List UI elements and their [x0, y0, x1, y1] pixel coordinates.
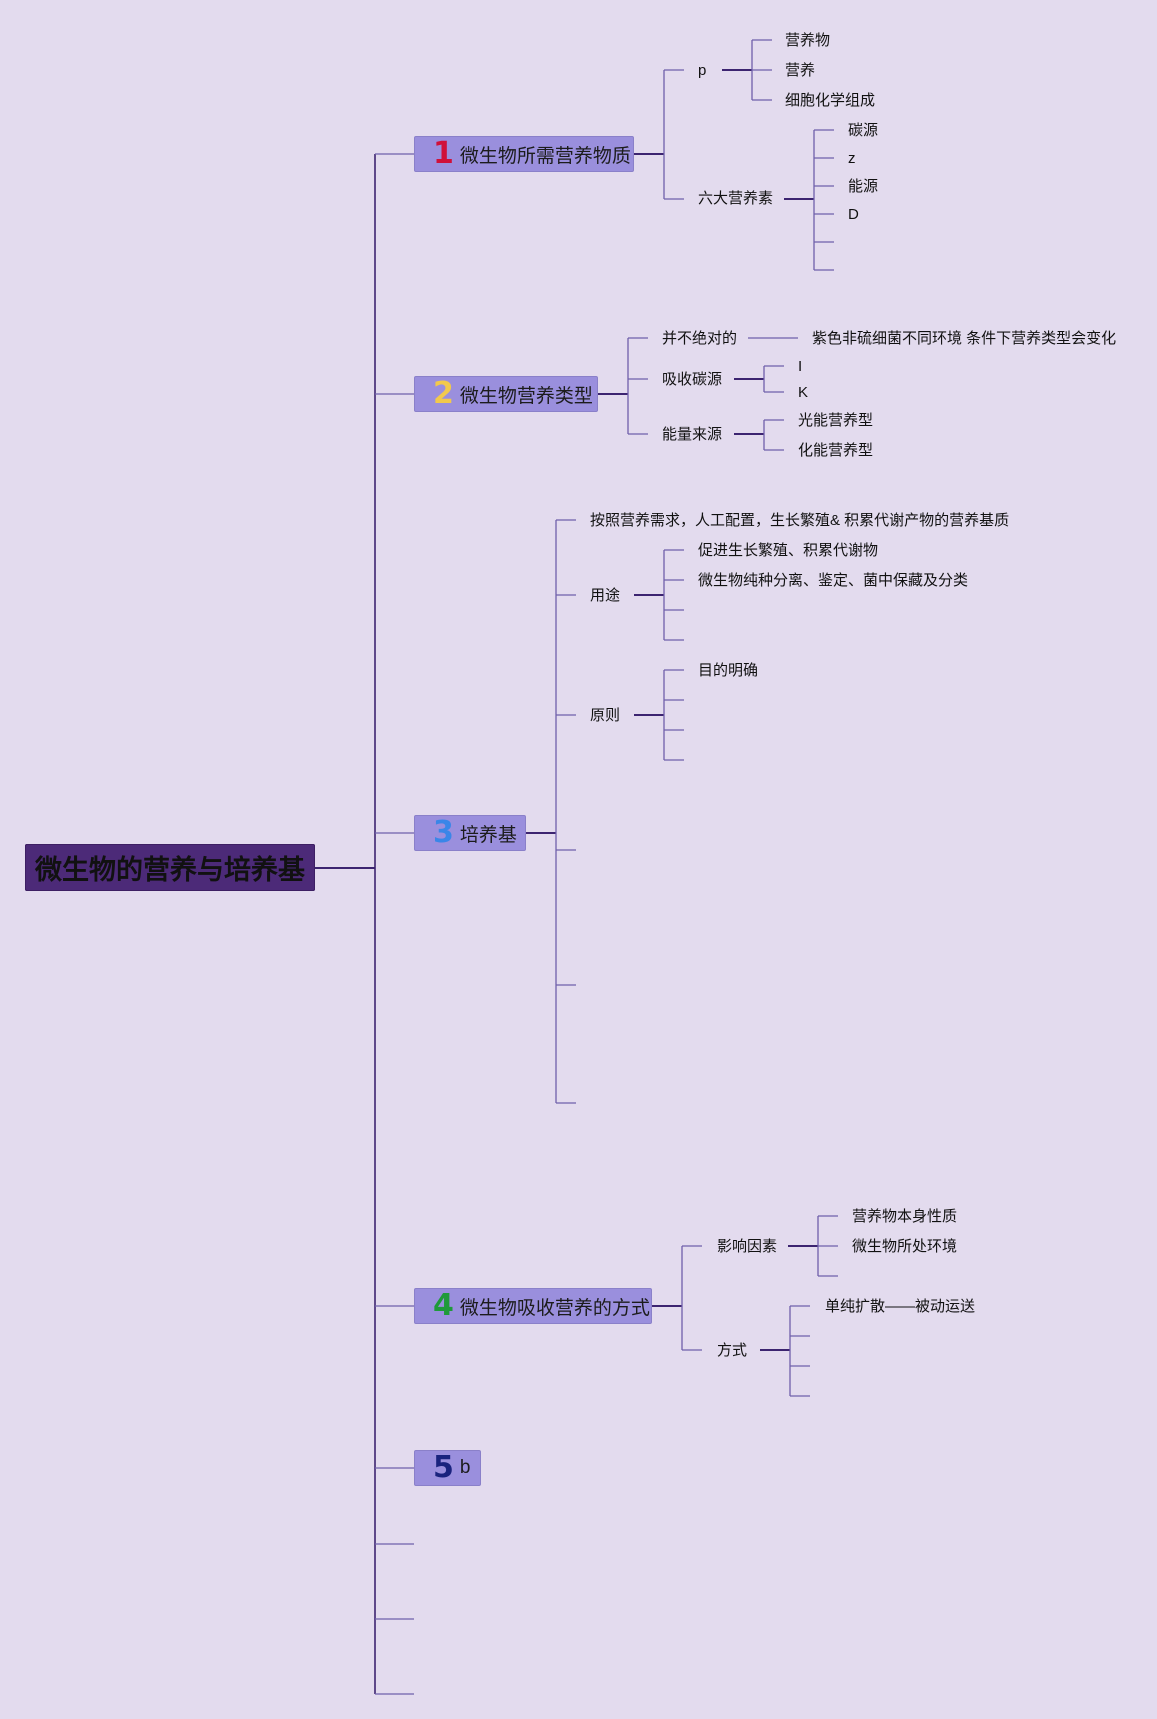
node-six-child[interactable]: 碳源	[848, 122, 879, 139]
node-factor-child[interactable]: 微生物所处环境	[852, 1238, 958, 1255]
node-p-child[interactable]: 营养	[785, 62, 816, 79]
node-carbon-child[interactable]: I	[798, 358, 803, 375]
topic-label: 微生物营养类型	[459, 385, 593, 407]
node-principle[interactable]: 原则	[590, 707, 621, 724]
node-energy-source[interactable]: 能量来源	[662, 426, 723, 443]
node-carbon-child[interactable]: K	[798, 384, 809, 401]
node-use-child[interactable]: 微生物纯种分离、鉴定、菌中保藏及分类	[698, 572, 969, 589]
root-label: 微生物的营养与培养基	[35, 855, 305, 885]
node-p-child[interactable]: 营养物	[785, 32, 831, 49]
node-use-child[interactable]: 促进生长繁殖、积累代谢物	[698, 542, 879, 559]
node-six-nutrients[interactable]: 六大营养素	[698, 190, 774, 207]
topic-number: 2	[433, 376, 454, 411]
node-p-child[interactable]: 细胞化学组成	[785, 92, 876, 109]
node-use[interactable]: 用途	[590, 587, 621, 604]
node-factor-child[interactable]: 营养物本身性质	[852, 1208, 958, 1225]
topic-label: b	[459, 1457, 471, 1478]
node-not-absolute-child[interactable]: 紫色非硫细菌不同环境 条件下营养类型会变化	[812, 330, 1117, 347]
root-topic[interactable]: 微生物的营养与培养基	[25, 844, 315, 891]
node-way[interactable]: 方式	[717, 1342, 748, 1359]
node-way-child[interactable]: 单纯扩散——被动运送	[825, 1298, 976, 1315]
node-factors[interactable]: 影响因素	[717, 1238, 778, 1255]
node-not-absolute[interactable]: 并不绝对的	[662, 330, 738, 347]
node-p[interactable]: p	[698, 62, 707, 79]
node-energy-child[interactable]: 化能营养型	[798, 442, 874, 459]
topic-label: 微生物所需营养物质	[459, 145, 631, 167]
node-carbon-source[interactable]: 吸收碳源	[662, 371, 723, 388]
node-definition[interactable]: 按照营养需求，人工配置，生长繁殖& 积累代谢产物的营养基质	[590, 512, 1010, 529]
topic-label: 培养基	[459, 824, 517, 846]
node-energy-child[interactable]: 光能营养型	[798, 412, 874, 429]
node-six-child[interactable]: 能源	[848, 178, 879, 195]
topic-number: 3	[433, 815, 454, 850]
node-six-child[interactable]: z	[848, 150, 856, 167]
node-principle-child[interactable]: 目的明确	[698, 662, 759, 679]
topic-number: 1	[433, 136, 454, 171]
node-six-child[interactable]: D	[848, 206, 859, 223]
topic-number: 5	[433, 1450, 454, 1485]
topic-label: 微生物吸收营养的方式	[459, 1297, 650, 1319]
topic-number: 4	[433, 1288, 454, 1323]
